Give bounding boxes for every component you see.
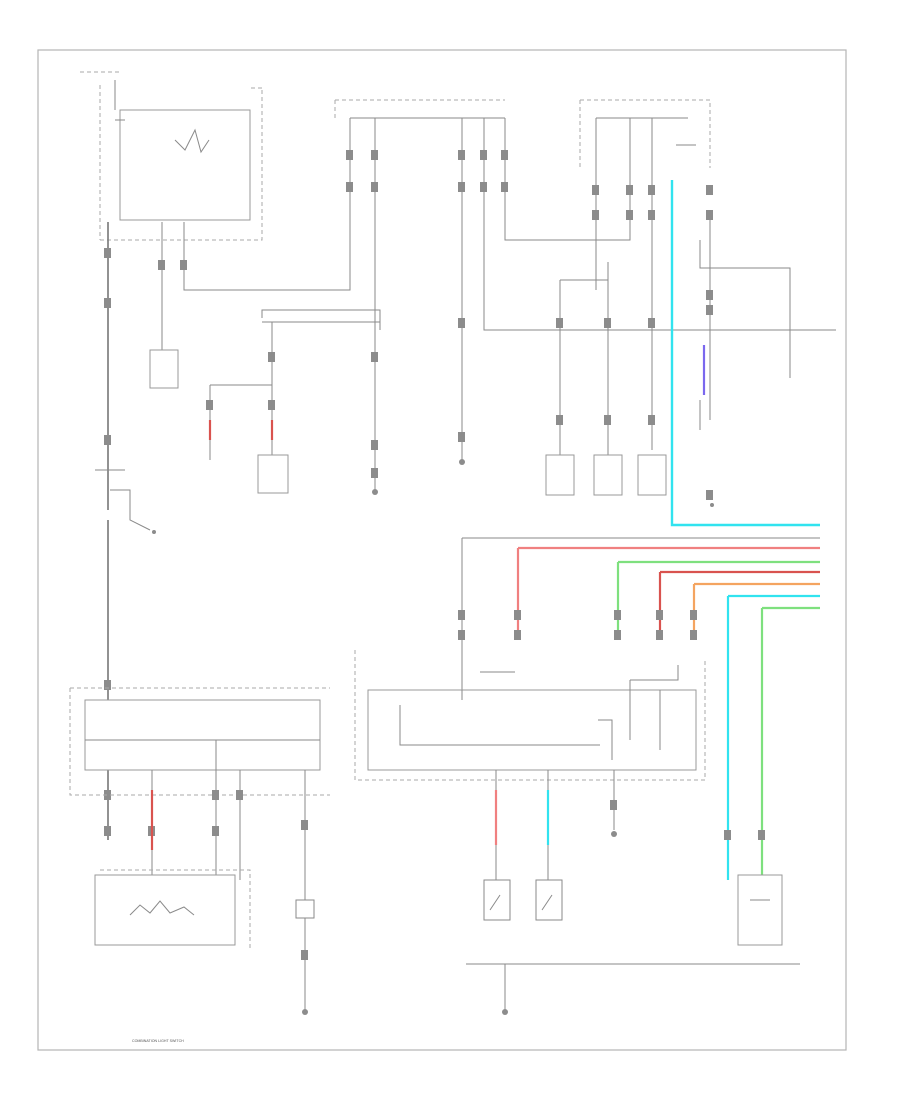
switch-connector-block [84,699,321,771]
center-ground-path [458,270,465,465]
top-middle-harness [334,99,836,331]
central-control-unit [354,650,706,781]
colored-bus-wires [458,537,820,880]
control-unit-outputs [483,770,617,921]
combination-light-switch-label: COMBINATION LIGHT SWITCH [132,1039,184,1043]
left-harness-connectors [104,248,111,836]
ground-point-bottom [502,1009,508,1015]
combination-switch-assembly [69,687,330,1015]
combination-light-switch-box [94,874,236,946]
bottom-right-component [466,874,800,1015]
relay-block [119,109,251,221]
right-load-2 [593,454,623,496]
wire-red-c [658,570,820,630]
control-unit-body [367,689,697,771]
left-component-box [149,349,179,389]
underhood-fuse-relay-box [80,71,263,241]
ground-point-center [459,459,465,465]
ground-point-right [611,831,617,837]
right-load-1 [545,454,575,496]
right-edge-relay [699,220,836,507]
top-right-control-unit [579,99,713,450]
relay-output-branches [149,118,351,389]
right-load-3 [637,454,667,496]
wire-cyan-main [670,180,820,527]
right-loads [545,262,667,496]
middle-left-branch [206,200,381,495]
ground-point-left [372,489,378,495]
middle-component-box [257,454,289,494]
wire-orange [692,582,820,630]
bottom-right-box [737,874,783,946]
ground-point-switch [302,1009,308,1015]
